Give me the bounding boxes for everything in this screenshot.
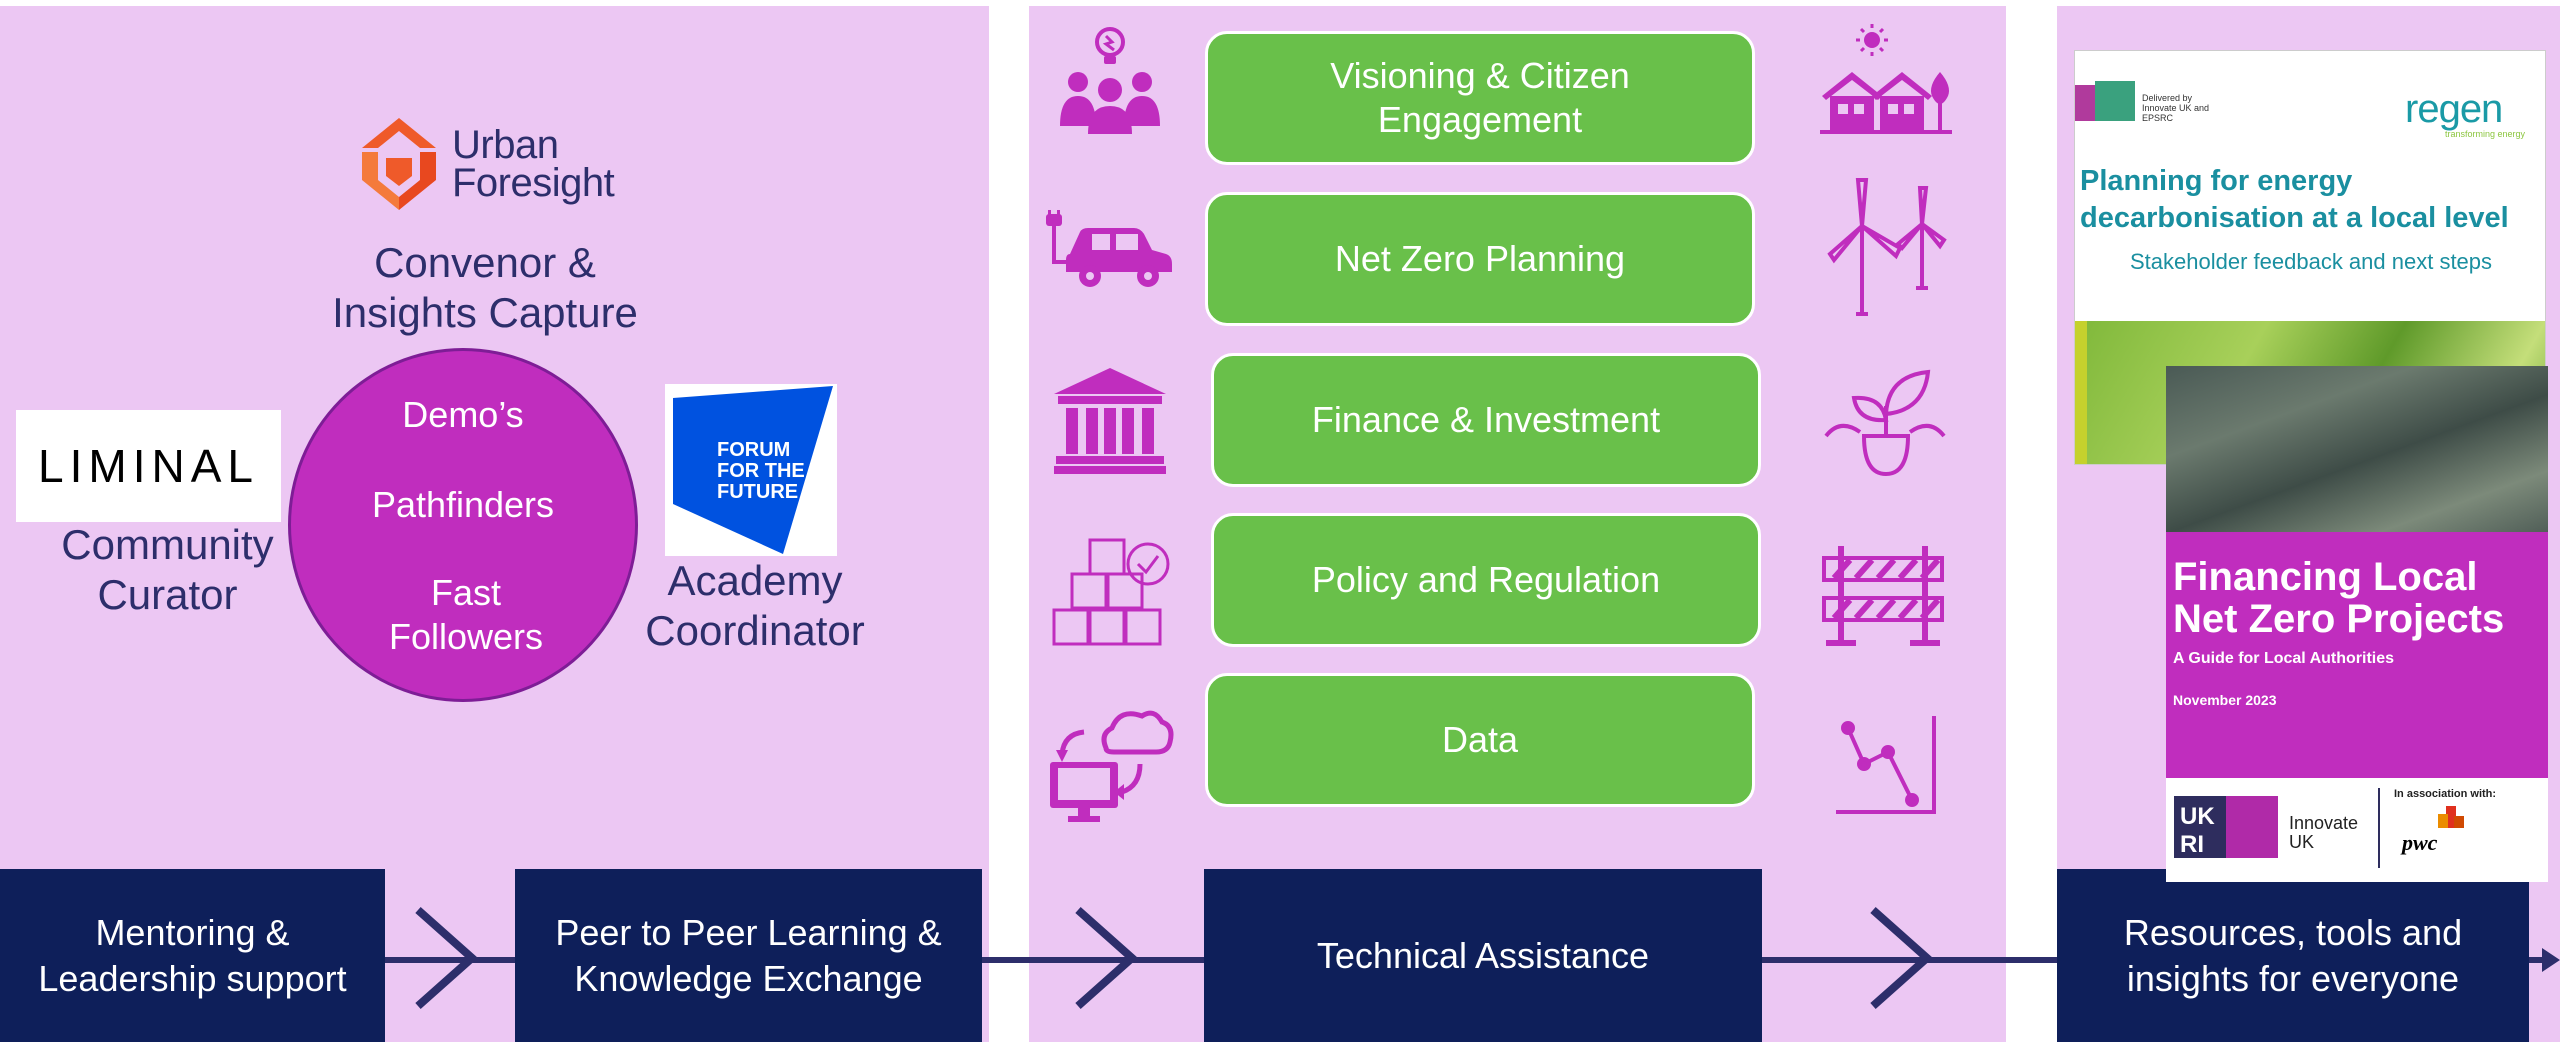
regen-report-subtitle: Stakeholder feedback and next steps xyxy=(2130,249,2493,274)
mentoring-label: Mentoring & Leadership support xyxy=(38,911,347,999)
urban-foresight-mark-icon xyxy=(362,118,436,210)
circle-item-demos: Demo’s xyxy=(402,394,524,435)
svg-text:UK: UK xyxy=(2180,803,2215,830)
fftf-wordmark: FORUM FOR THE FUTURE xyxy=(717,440,805,503)
peer-learning-label: Peer to Peer Learning & Knowledge Exchan… xyxy=(555,911,942,999)
barrier-icon xyxy=(1822,546,1944,646)
finance-investment-label: Finance & Investment xyxy=(1311,399,1661,440)
fftf-shape-icon xyxy=(673,386,833,554)
aerial-photo xyxy=(2166,366,2548,532)
policy-regulation-label: Policy and Regulation xyxy=(1311,559,1661,600)
academy-coordinator-label: Academy Coordinator xyxy=(645,557,865,654)
sprout-icon xyxy=(1824,369,1946,480)
urban-foresight-line2: Foresight xyxy=(452,161,615,205)
visioning-engagement-label: Visioning & Citizen Engagement xyxy=(1330,55,1630,140)
data-button[interactable]: Data xyxy=(1205,673,1755,807)
liminal-wordmark: LIMINAL xyxy=(38,440,259,492)
fftf-line3: FUTURE xyxy=(717,481,799,503)
financing-report-subtitle: A Guide for Local Authorities xyxy=(2173,650,2395,667)
urban-foresight-wordmark: Urban Foresight xyxy=(452,123,615,205)
visioning-engagement-button[interactable]: Visioning & Citizen Engagement xyxy=(1205,31,1755,165)
circle-item-fast-followers: Fast Followers xyxy=(388,572,544,657)
data-label: Data xyxy=(1441,719,1519,760)
mentoring-box: Mentoring & Leadership support xyxy=(0,869,385,1042)
financing-report-cover[interactable]: Financing Local Net Zero Projects A Guid… xyxy=(2166,366,2548,882)
policy-regulation-button[interactable]: Policy and Regulation xyxy=(1211,513,1761,647)
financing-report-date: November 2023 xyxy=(2173,692,2277,708)
svg-text:RI: RI xyxy=(2180,831,2204,858)
peer-learning-box: Peer to Peer Learning & Knowledge Exchan… xyxy=(515,869,982,1042)
pwc-logo: pwc xyxy=(2402,830,2438,855)
houses-sun-icon xyxy=(1820,22,1952,134)
financing-report-footer: UK RI Innovate UK In association with: p… xyxy=(2166,778,2548,882)
electric-car-icon xyxy=(1046,210,1174,290)
regen-tagline: transforming energy xyxy=(2445,129,2526,139)
pwc-mark-icon xyxy=(2438,806,2464,828)
circle-item-pathfinders: Pathfinders xyxy=(371,484,555,525)
forum-for-the-future-logo: FORUM FOR THE FUTURE xyxy=(665,384,837,556)
ukri-logo-icon: UK RI xyxy=(2174,796,2278,858)
community-curator-label: Community Curator xyxy=(61,521,274,618)
association-text: In association with: xyxy=(2394,788,2497,800)
financing-report-title: Financing Local Net Zero Projects xyxy=(2173,555,2505,641)
technical-assistance-box: Technical Assistance xyxy=(1204,869,1762,1042)
fftf-line2: FOR THE xyxy=(717,460,805,482)
fftf-line1: FORUM xyxy=(717,439,791,461)
urban-foresight-logo: Urban Foresight xyxy=(362,118,622,218)
net-zero-planning-button[interactable]: Net Zero Planning xyxy=(1205,192,1755,326)
computer-cloud-sync-icon xyxy=(1050,704,1174,824)
innovate-uk-mark-icon xyxy=(2075,81,2135,121)
net-zero-planning-label: Net Zero Planning xyxy=(1334,238,1626,279)
regen-logo: regen xyxy=(2405,87,2503,131)
line-chart-icon xyxy=(1834,716,1936,816)
resources-box: Resources, tools and insights for everyo… xyxy=(2057,869,2529,1042)
footer-divider xyxy=(2378,788,2380,868)
innovate-uk-text: Innovate UK xyxy=(2289,813,2359,852)
convenor-label: Convenor & Insights Capture xyxy=(332,239,638,336)
liminal-logo: LIMINAL xyxy=(16,410,281,522)
leaf-photo-bar xyxy=(2075,321,2087,464)
resources-label: Resources, tools and insights for everyo… xyxy=(2123,911,2463,999)
urban-foresight-line1: Urban xyxy=(452,123,559,167)
bank-icon xyxy=(1054,368,1166,474)
delivered-by-text: Delivered by Innovate UK and EPSRC xyxy=(2142,93,2210,123)
wind-turbines-icon xyxy=(1826,178,1947,318)
people-idea-icon xyxy=(1052,22,1168,134)
finance-investment-button[interactable]: Finance & Investment xyxy=(1211,353,1761,487)
technical-assistance-label: Technical Assistance xyxy=(1316,934,1650,976)
boxes-check-icon xyxy=(1052,536,1170,648)
cohort-circle: Demo’s Pathfinders Fast Followers xyxy=(288,348,638,702)
regen-report-title: Planning for energy decarbonisation at a… xyxy=(2080,165,2509,234)
